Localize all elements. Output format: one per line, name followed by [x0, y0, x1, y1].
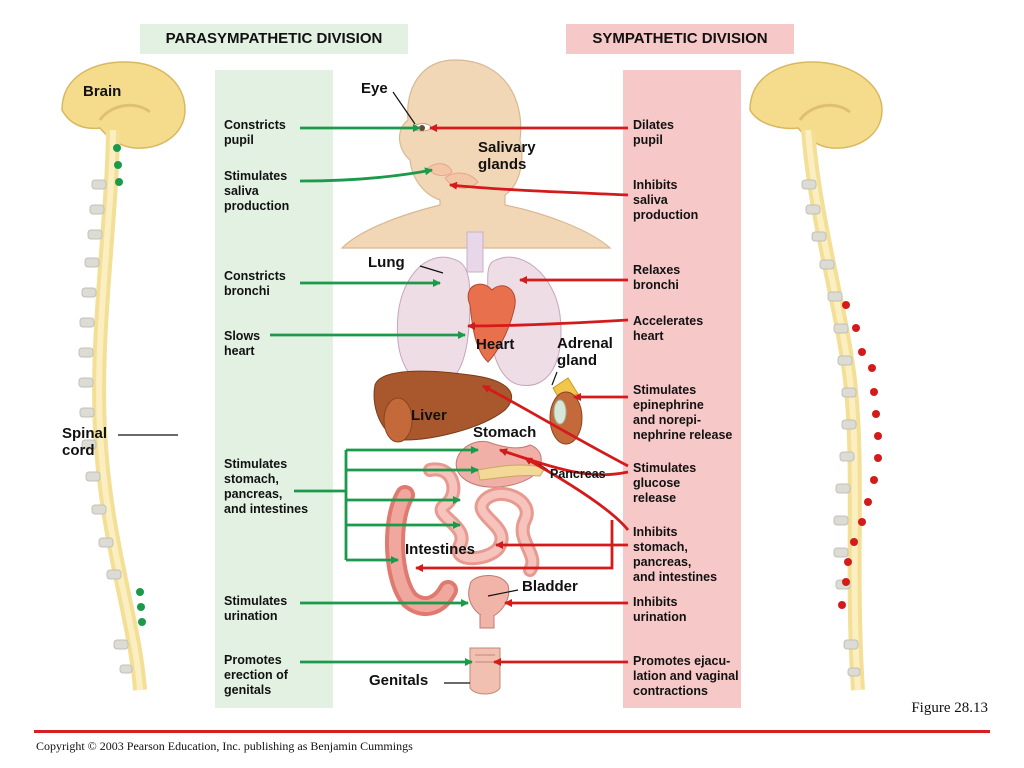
right-brain-spine [749, 61, 883, 691]
para-effect-digestion: Stimulates stomach, pancreas, and intest… [224, 457, 309, 516]
para-effect-heart: Slows heart [224, 329, 261, 358]
lung-label: Lung [368, 254, 405, 271]
intestines-label: Intestines [405, 541, 476, 558]
bladder-label: Bladder [522, 578, 578, 595]
para-effect-pupil: Constricts pupil [224, 118, 286, 147]
para-effect-saliva: Stimulates saliva production [224, 169, 290, 213]
sympathetic-header: SYMPATHETIC DIVISION [566, 24, 794, 54]
para-effect-genitals: Promotes erection of genitals [224, 653, 288, 697]
brain-label: Brain [83, 83, 122, 100]
symp-effect-heart: Accelerates heart [633, 314, 704, 343]
para-effect-urination: Stimulates urination [224, 594, 288, 623]
adrenal-gland-label: Adrenal gland [557, 335, 613, 369]
parasympathetic-arrows [270, 124, 479, 666]
para-effect-bronchi: Constricts bronchi [224, 269, 286, 298]
symp-effect-genitals: Promotes ejacu- lation and vaginal contr… [633, 654, 739, 698]
left-brain-spine [61, 61, 186, 691]
footer-divider [34, 730, 990, 733]
stomach-label: Stomach [473, 424, 537, 441]
symp-effect-urination: Inhibits urination [633, 595, 687, 624]
liver-label: Liver [411, 407, 447, 424]
salivary-glands-label: Salivary glands [478, 139, 536, 173]
symp-effect-saliva: Inhibits saliva production [633, 178, 699, 222]
body-figure [340, 59, 612, 695]
sympathetic-panel [623, 70, 741, 708]
copyright-text: Copyright © 2003 Pearson Education, Inc.… [36, 739, 413, 753]
figure-label: Figure 28.13 [911, 700, 988, 716]
symp-effect-digestion: Inhibits stomach, pancreas, and intestin… [633, 525, 718, 584]
sympathetic-arrows [415, 124, 630, 666]
symp-effect-pupil: Dilates pupil [633, 118, 674, 147]
spinal-cord-label: Spinal cord [62, 425, 108, 459]
symp-effect-adrenal: Stimulates epinephrine and norepi- nephr… [633, 383, 733, 442]
parasympathetic-header: PARASYMPATHETIC DIVISION [140, 24, 408, 54]
heart-label: Heart [476, 336, 515, 353]
symp-effect-bronchi: Relaxes bronchi [633, 263, 681, 292]
symp-effect-glucose: Stimulates glucose release [633, 461, 697, 505]
eye-label: Eye [361, 80, 388, 97]
pancreas-label: Pancreas [550, 467, 606, 481]
genitals-label: Genitals [369, 672, 429, 689]
